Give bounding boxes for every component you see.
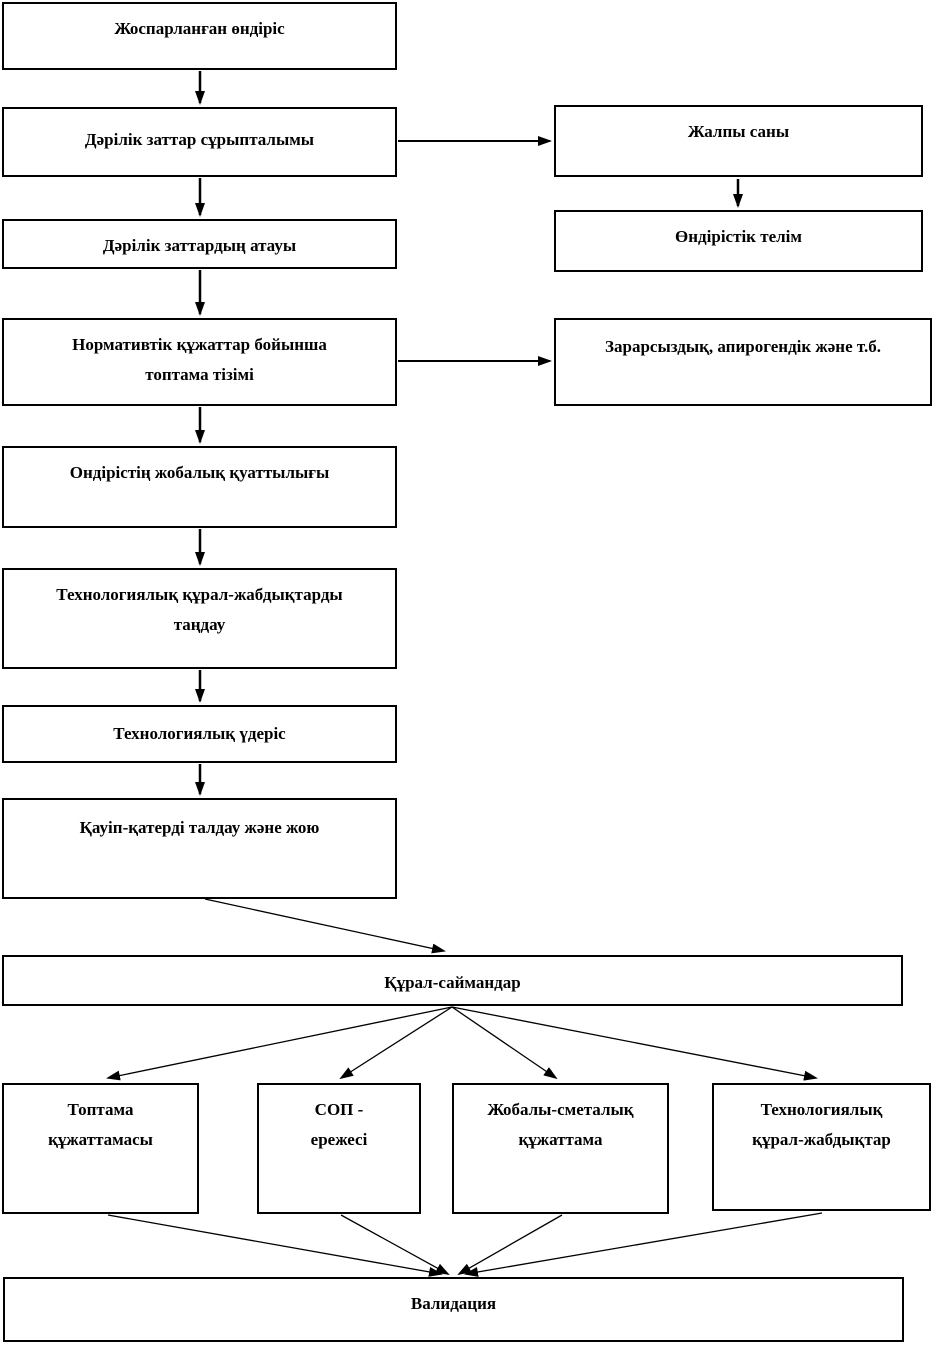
node-tech-equipment: Технологиялық құрал-жабдықтар [712,1083,931,1211]
node-drug-assortment: Дәрілік заттар сұрыпталымы [2,107,397,177]
arrow-sop-to-validation [340,1214,450,1275]
arrow-tools-to-batchdocs [106,1006,453,1081]
arrow-tools-to-techequip [451,1006,818,1081]
arrow-tools-to-sop [339,1006,453,1080]
node-design-capacity: Ондірістің жобалық қуаттылығы [2,446,397,528]
arrow-risk-to-tools [204,898,446,954]
node-total-quantity: Жалпы саны [554,105,923,177]
arrow-techequip-to-validation [464,1212,823,1277]
node-equipment-selection: Технологиялық құрал-жабдықтарды таңдау [2,568,397,669]
node-sterility: Зарарсыздық, апирогендік және т.б. [554,318,932,406]
arrow-batchdocs-to-validation [107,1214,443,1277]
node-validation: Валидация [3,1277,904,1342]
arrow-projestimate-to-validation [457,1214,563,1275]
node-planned-production: Жоспарланған өндіріс [2,2,397,70]
node-production-site: Өндірістік телім [554,210,923,272]
node-batch-docs: Топтама құжаттамасы [2,1083,199,1214]
arrow-tools-to-projestimate [451,1006,558,1080]
node-risk-analysis: Қауіп-қатерді талдау және жою [2,798,397,899]
node-project-estimate: Жобалы-сметалық құжаттама [452,1083,669,1214]
node-normative-docs: Нормативтік құжаттар бойынша топтама тіз… [2,318,397,406]
node-sop-rules: СОП - ережесі [257,1083,421,1214]
node-drug-names: Дәрілік заттардың атауы [2,219,397,269]
node-tools: Құрал-саймандар [2,955,903,1006]
node-tech-process: Технологиялық үдеріс [2,705,397,763]
